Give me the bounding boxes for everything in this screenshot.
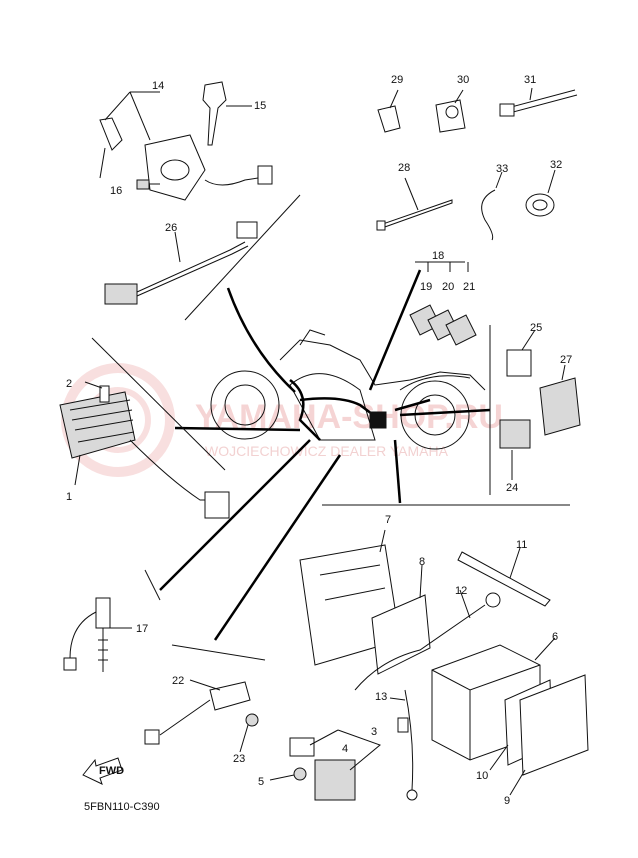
diagram-code: 5FBN110-C390	[84, 801, 160, 813]
part-label-23: 23	[233, 753, 245, 765]
part-label-16: 16	[110, 185, 122, 197]
part-label-5: 5	[258, 776, 264, 788]
part-label-17: 17	[136, 623, 148, 635]
part-label-22: 22	[172, 675, 184, 687]
cover-8	[371, 564, 431, 675]
part-label-21: 21	[463, 281, 475, 293]
clamp-32	[525, 169, 556, 217]
part-label-11: 11	[516, 539, 527, 551]
part-label-27: 27	[560, 354, 572, 366]
relay-24	[499, 419, 531, 480]
key	[202, 81, 252, 146]
part-label-28: 28	[398, 162, 410, 174]
part-label-14: 14	[152, 80, 164, 92]
cable-tie-28	[376, 177, 453, 231]
leader-lines	[159, 269, 491, 641]
part-label-30: 30	[457, 74, 469, 86]
part-label-4: 4	[342, 743, 348, 755]
part-label-3: 3	[371, 726, 377, 738]
part-label-18: 18	[432, 250, 444, 262]
plate-9	[509, 674, 589, 796]
connectors-18	[409, 261, 477, 346]
part-label-26: 26	[165, 222, 177, 234]
cable-13	[389, 689, 418, 801]
rectifier-regulator	[59, 381, 230, 519]
fwd-label: FWD	[99, 765, 124, 777]
part-label-10: 10	[476, 770, 488, 782]
fwd-arrow-icon: FWD	[82, 757, 124, 785]
part-label-31: 31	[524, 74, 536, 86]
main-switch-assembly	[99, 91, 273, 201]
part-label-25: 25	[530, 322, 542, 334]
part-label-24: 24	[506, 482, 518, 494]
cable-12	[354, 589, 501, 691]
clip-30	[435, 89, 466, 133]
part-label-6: 6	[552, 631, 558, 643]
part-label-13: 13	[375, 691, 387, 703]
sensor-22	[144, 679, 259, 753]
part-label-9: 9	[504, 795, 510, 807]
watermark: YAMAHA-SHOP.RU WOJCIECHOWICZ DEALER YAMA…	[61, 363, 503, 477]
unit-27	[539, 364, 581, 436]
group-brackets	[91, 194, 570, 661]
part-label-1: 1	[66, 491, 72, 503]
part-label-19: 19	[420, 281, 432, 293]
part-label-33: 33	[496, 163, 508, 175]
part-label-15: 15	[254, 100, 266, 112]
part-label-20: 20	[442, 281, 454, 293]
relay-25	[506, 329, 536, 377]
clamp-31	[499, 87, 578, 117]
band-11	[457, 547, 551, 607]
part-label-12: 12	[455, 585, 467, 597]
watermark-sub: WOJCIECHOWICZ DEALER YAMAHA	[205, 443, 449, 459]
clip-29	[377, 89, 401, 133]
part-label-8: 8	[419, 556, 425, 568]
relay-assembly	[269, 729, 381, 801]
bolt-16	[136, 179, 160, 190]
part-label-29: 29	[391, 74, 403, 86]
part-label-32: 32	[550, 159, 562, 171]
switch-17	[63, 597, 132, 672]
clip-33	[481, 171, 503, 241]
part-label-2: 2	[66, 378, 72, 390]
part-label-7: 7	[385, 514, 391, 526]
wire-harness-26	[104, 221, 258, 305]
